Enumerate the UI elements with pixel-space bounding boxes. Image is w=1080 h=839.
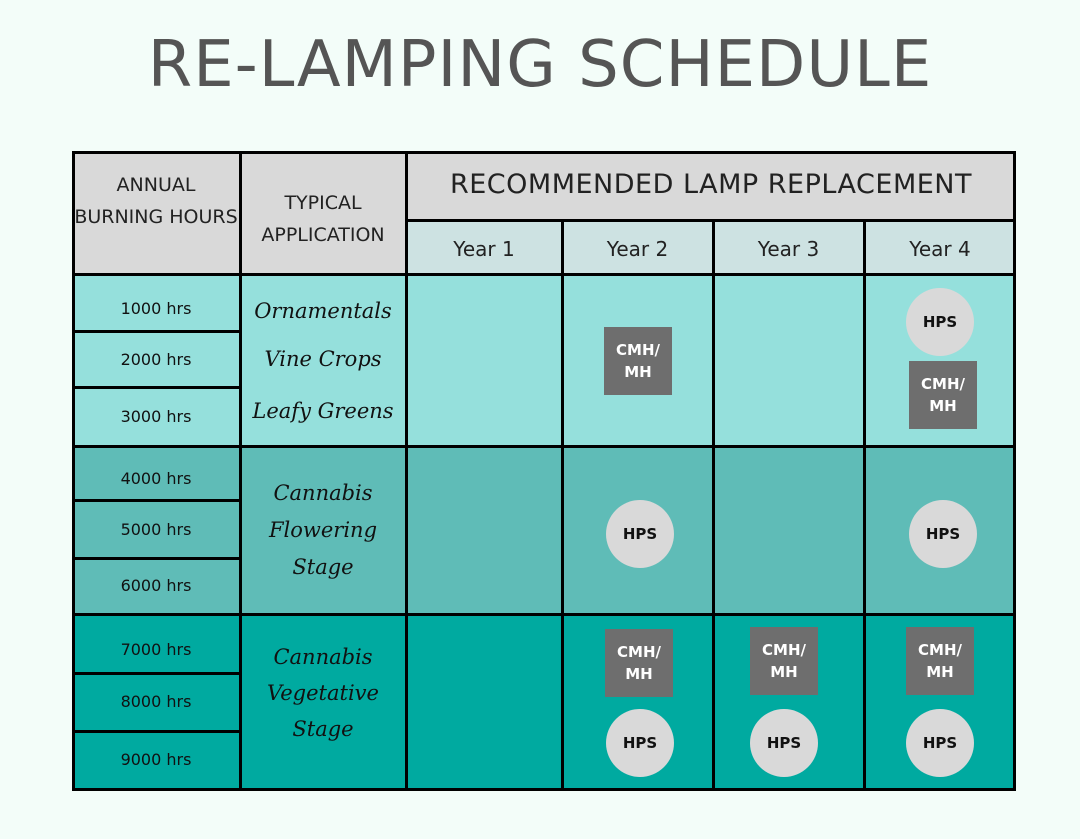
badge-cmh-mh: CMH/ MH (906, 627, 974, 695)
grid-line (72, 613, 1016, 616)
grid-line (72, 730, 240, 733)
grid-line (72, 151, 1016, 154)
band-low-hours (72, 275, 1016, 447)
hours-1000: 1000 hrs (120, 299, 192, 318)
grid-line (72, 151, 75, 791)
header-years-row (406, 221, 1016, 275)
app-flowering-2: Flowering (268, 518, 378, 542)
app-vegetative-3: Stage (292, 717, 354, 741)
badge-hps: HPS (606, 709, 674, 777)
hours-8000: 8000 hrs (120, 692, 192, 711)
grid-line (405, 151, 408, 791)
band-mid-hours (72, 447, 1016, 615)
grid-line (406, 219, 1016, 222)
badge-cmh-mh: CMH/ MH (605, 629, 673, 697)
hours-3000: 3000 hrs (120, 407, 192, 426)
badge-hps: HPS (906, 288, 974, 356)
hours-6000: 6000 hrs (120, 576, 192, 595)
header-replace-label: RECOMMENDED LAMP REPLACEMENT (449, 169, 972, 200)
badge-hps: HPS (606, 500, 674, 568)
app-flowering-3: Stage (292, 555, 354, 579)
grid-line (561, 221, 564, 791)
header-year-3: Year 3 (757, 237, 820, 261)
app-ornamentals: Ornamentals (254, 299, 392, 323)
band-high-hours (72, 615, 1016, 791)
hours-7000: 7000 hrs (120, 640, 192, 659)
grid-line (863, 221, 866, 791)
header-year-4: Year 4 (909, 237, 971, 261)
header-hours-label: ANNUAL BURNING HOURS (74, 174, 238, 228)
badge-cmh-mh: CMH/ MH (604, 327, 672, 395)
hours-4000: 4000 hrs (120, 469, 192, 488)
header-replace-cell (406, 151, 1016, 221)
app-vegetative-2: Vegetative (267, 681, 379, 705)
app-flowering-1: Cannabis (273, 481, 373, 505)
hours-5000: 5000 hrs (120, 520, 192, 539)
header-app-label: TYPICAL APPLICATION (261, 192, 385, 246)
grid-line (72, 788, 1016, 791)
grid-line (239, 151, 242, 791)
grid-line (72, 557, 240, 560)
hours-2000: 2000 hrs (120, 350, 192, 369)
badge-hps: HPS (750, 709, 818, 777)
grid-line (72, 273, 1016, 276)
grid-line (72, 330, 240, 333)
grid-line (712, 221, 715, 791)
header-hours-cell (72, 151, 240, 275)
badge-cmh-mh: CMH/ MH (750, 627, 818, 695)
app-vegetative-1: Cannabis (273, 645, 373, 669)
header-app-cell (240, 151, 406, 275)
badge-hps: HPS (909, 500, 977, 568)
page-title: RE-LAMPING SCHEDULE (147, 28, 933, 102)
grid-line (1013, 151, 1016, 791)
grid-line (72, 672, 240, 675)
grid-line (72, 445, 1016, 448)
badge-hps: HPS (906, 709, 974, 777)
grid-line (72, 499, 240, 502)
app-vine-crops: Vine Crops (264, 347, 382, 371)
header-year-2: Year 2 (606, 237, 669, 261)
schedule-table: ANNUAL BURNING HOURS TYPICAL APPLICATION… (72, 151, 1016, 791)
badge-cmh-mh: CMH/ MH (909, 361, 977, 429)
grid-line (72, 386, 240, 389)
app-leafy-greens: Leafy Greens (252, 399, 394, 423)
hours-9000: 9000 hrs (120, 750, 192, 769)
header-year-1: Year 1 (453, 237, 515, 261)
